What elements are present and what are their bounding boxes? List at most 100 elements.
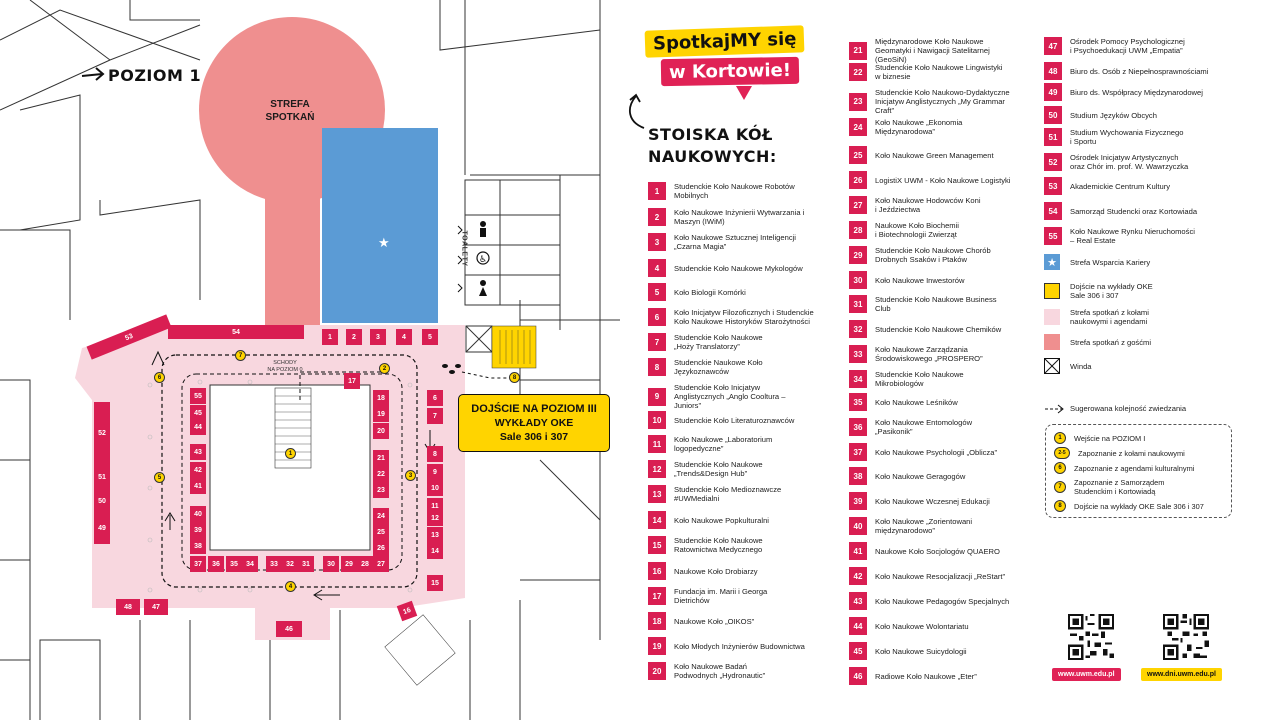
stand-name: Studenckie Koło Naukowe Mykologów: [674, 263, 803, 273]
stand-number-badge: 21: [849, 41, 867, 60]
stand-50[interactable]: 50: [94, 490, 110, 512]
stand-45[interactable]: 45: [190, 405, 206, 421]
stand-number-badge: 29: [849, 246, 867, 264]
stand-7[interactable]: 7: [427, 408, 443, 424]
stand-44[interactable]: 44: [190, 419, 206, 435]
stand-21[interactable]: 21: [373, 450, 389, 466]
uwm-link[interactable]: www.uwm.edu.pl: [1052, 668, 1121, 681]
stand-number-badge: 5: [648, 283, 666, 301]
stand-number-badge: 44: [849, 617, 867, 635]
stand-37[interactable]: 37: [190, 556, 206, 572]
stand-13[interactable]: 13: [427, 527, 443, 543]
stand-27[interactable]: 27: [373, 556, 389, 572]
dni-link[interactable]: www.dni.uwm.edu.pl: [1141, 668, 1222, 681]
stand-26[interactable]: 26: [373, 540, 389, 556]
qr-code-uwm[interactable]: [1068, 614, 1114, 660]
route-marker-3: 3: [405, 470, 416, 481]
stand-number-badge: 43: [849, 592, 867, 610]
stand-name: Studenckie Koło Naukowe Robotów Mobilnyc…: [674, 182, 795, 200]
stand-name: Radiowe Koło Naukowe „Eter”: [875, 671, 977, 681]
stand-51[interactable]: 51: [94, 464, 110, 490]
stand-number-badge: 28: [849, 221, 867, 239]
stand-number-badge: 15: [648, 536, 666, 554]
stand-number-badge: 4: [648, 259, 666, 277]
stand-name: Fundacja im. Marii i Georga Dietrichów: [674, 587, 768, 605]
stand-52[interactable]: 52: [94, 402, 110, 464]
stand-22[interactable]: 22: [373, 466, 389, 482]
stand-30[interactable]: 30: [323, 556, 339, 572]
stand-31[interactable]: 31: [298, 556, 314, 572]
stand-6[interactable]: 6: [427, 390, 443, 406]
stand-name: Studium Wychowania Fizycznego i Sportu: [1070, 128, 1184, 146]
stand-40[interactable]: 40: [190, 506, 206, 522]
stand-43[interactable]: 43: [190, 444, 206, 460]
stand-5[interactable]: 5: [422, 329, 438, 345]
stand-41[interactable]: 41: [190, 478, 206, 494]
stand-name: Studenckie Koło Naukowe Lingwistyki w bi…: [875, 63, 1003, 81]
stand-2[interactable]: 2: [346, 329, 362, 345]
stand-32[interactable]: 32: [282, 556, 298, 572]
stand-name: Studenckie Koło Medioznawcze #UWMedialni: [674, 485, 782, 503]
stand-number-badge: 45: [849, 642, 867, 660]
stand-12[interactable]: 12: [427, 510, 443, 526]
stand-name: Studenckie Naukowe Koło Językoznawców: [674, 358, 763, 376]
qr-code-dni[interactable]: [1163, 614, 1209, 660]
stand-name: Koło Naukowe Resocjalizacji „ReStart”: [875, 571, 1005, 581]
stand-42[interactable]: 42: [190, 462, 206, 478]
stand-4[interactable]: 4: [396, 329, 412, 345]
stand-29[interactable]: 29: [341, 556, 357, 572]
stand-36[interactable]: 36: [208, 556, 224, 572]
route-item-5: 8 Dojście na wykłady OKE Sale 306 i 307: [1054, 500, 1204, 512]
stand-number-badge: 13: [648, 485, 666, 503]
stand-48[interactable]: 48: [116, 599, 140, 615]
pink-square-icon: [1044, 334, 1060, 350]
stand-33[interactable]: 33: [266, 556, 282, 572]
stand-number-badge: 36: [849, 418, 867, 436]
stand-list-item: 26 LogistiX UWM - Koło Naukowe Logistyki: [849, 171, 1045, 189]
stand-18[interactable]: 18: [373, 390, 389, 406]
stand-number-badge: 19: [648, 637, 666, 655]
level-label: POZIOM 1: [108, 66, 202, 85]
stand-8[interactable]: 8: [427, 446, 443, 462]
stand-46[interactable]: 46: [276, 621, 302, 637]
stand-49[interactable]: 49: [94, 512, 110, 544]
stand-1[interactable]: 1: [322, 329, 338, 345]
stand-name: LogistiX UWM - Koło Naukowe Logistyki: [875, 175, 1011, 185]
stand-38[interactable]: 38: [190, 538, 206, 554]
stand-34[interactable]: 34: [242, 556, 258, 572]
stand-47[interactable]: 47: [144, 599, 168, 615]
stand-19[interactable]: 19: [373, 406, 389, 422]
stand-23[interactable]: 23: [373, 482, 389, 498]
floor-map: ♿ ★ POZIOM 1 STREFA SPOTKAŃ TOALETY SCHO…: [0, 0, 620, 720]
stand-39[interactable]: 39: [190, 522, 206, 538]
stand-14[interactable]: 14: [427, 543, 443, 559]
stand-28[interactable]: 28: [357, 556, 373, 572]
stand-35[interactable]: 35: [226, 556, 242, 572]
stand-54[interactable]: 54: [168, 325, 304, 339]
stand-25[interactable]: 25: [373, 524, 389, 540]
stand-15[interactable]: 15: [427, 575, 443, 591]
stand-20[interactable]: 20: [373, 423, 389, 439]
light-pink-square-icon: [1044, 309, 1060, 325]
stand-number-badge: 10: [648, 411, 666, 429]
route-marker: 6: [1054, 462, 1066, 474]
stand-number-badge: 26: [849, 171, 867, 189]
stand-10[interactable]: 10: [427, 480, 443, 496]
stand-17[interactable]: 17: [344, 373, 360, 389]
stand-24[interactable]: 24: [373, 508, 389, 524]
stand-number-badge: 16: [648, 562, 666, 580]
stand-3[interactable]: 3: [370, 329, 386, 345]
stand-list-item: 4 Studenckie Koło Naukowe Mykologów: [648, 259, 844, 277]
stand-9[interactable]: 9: [427, 464, 443, 480]
stand-55[interactable]: 55: [190, 388, 206, 404]
stand-number-badge: 7: [648, 333, 666, 351]
